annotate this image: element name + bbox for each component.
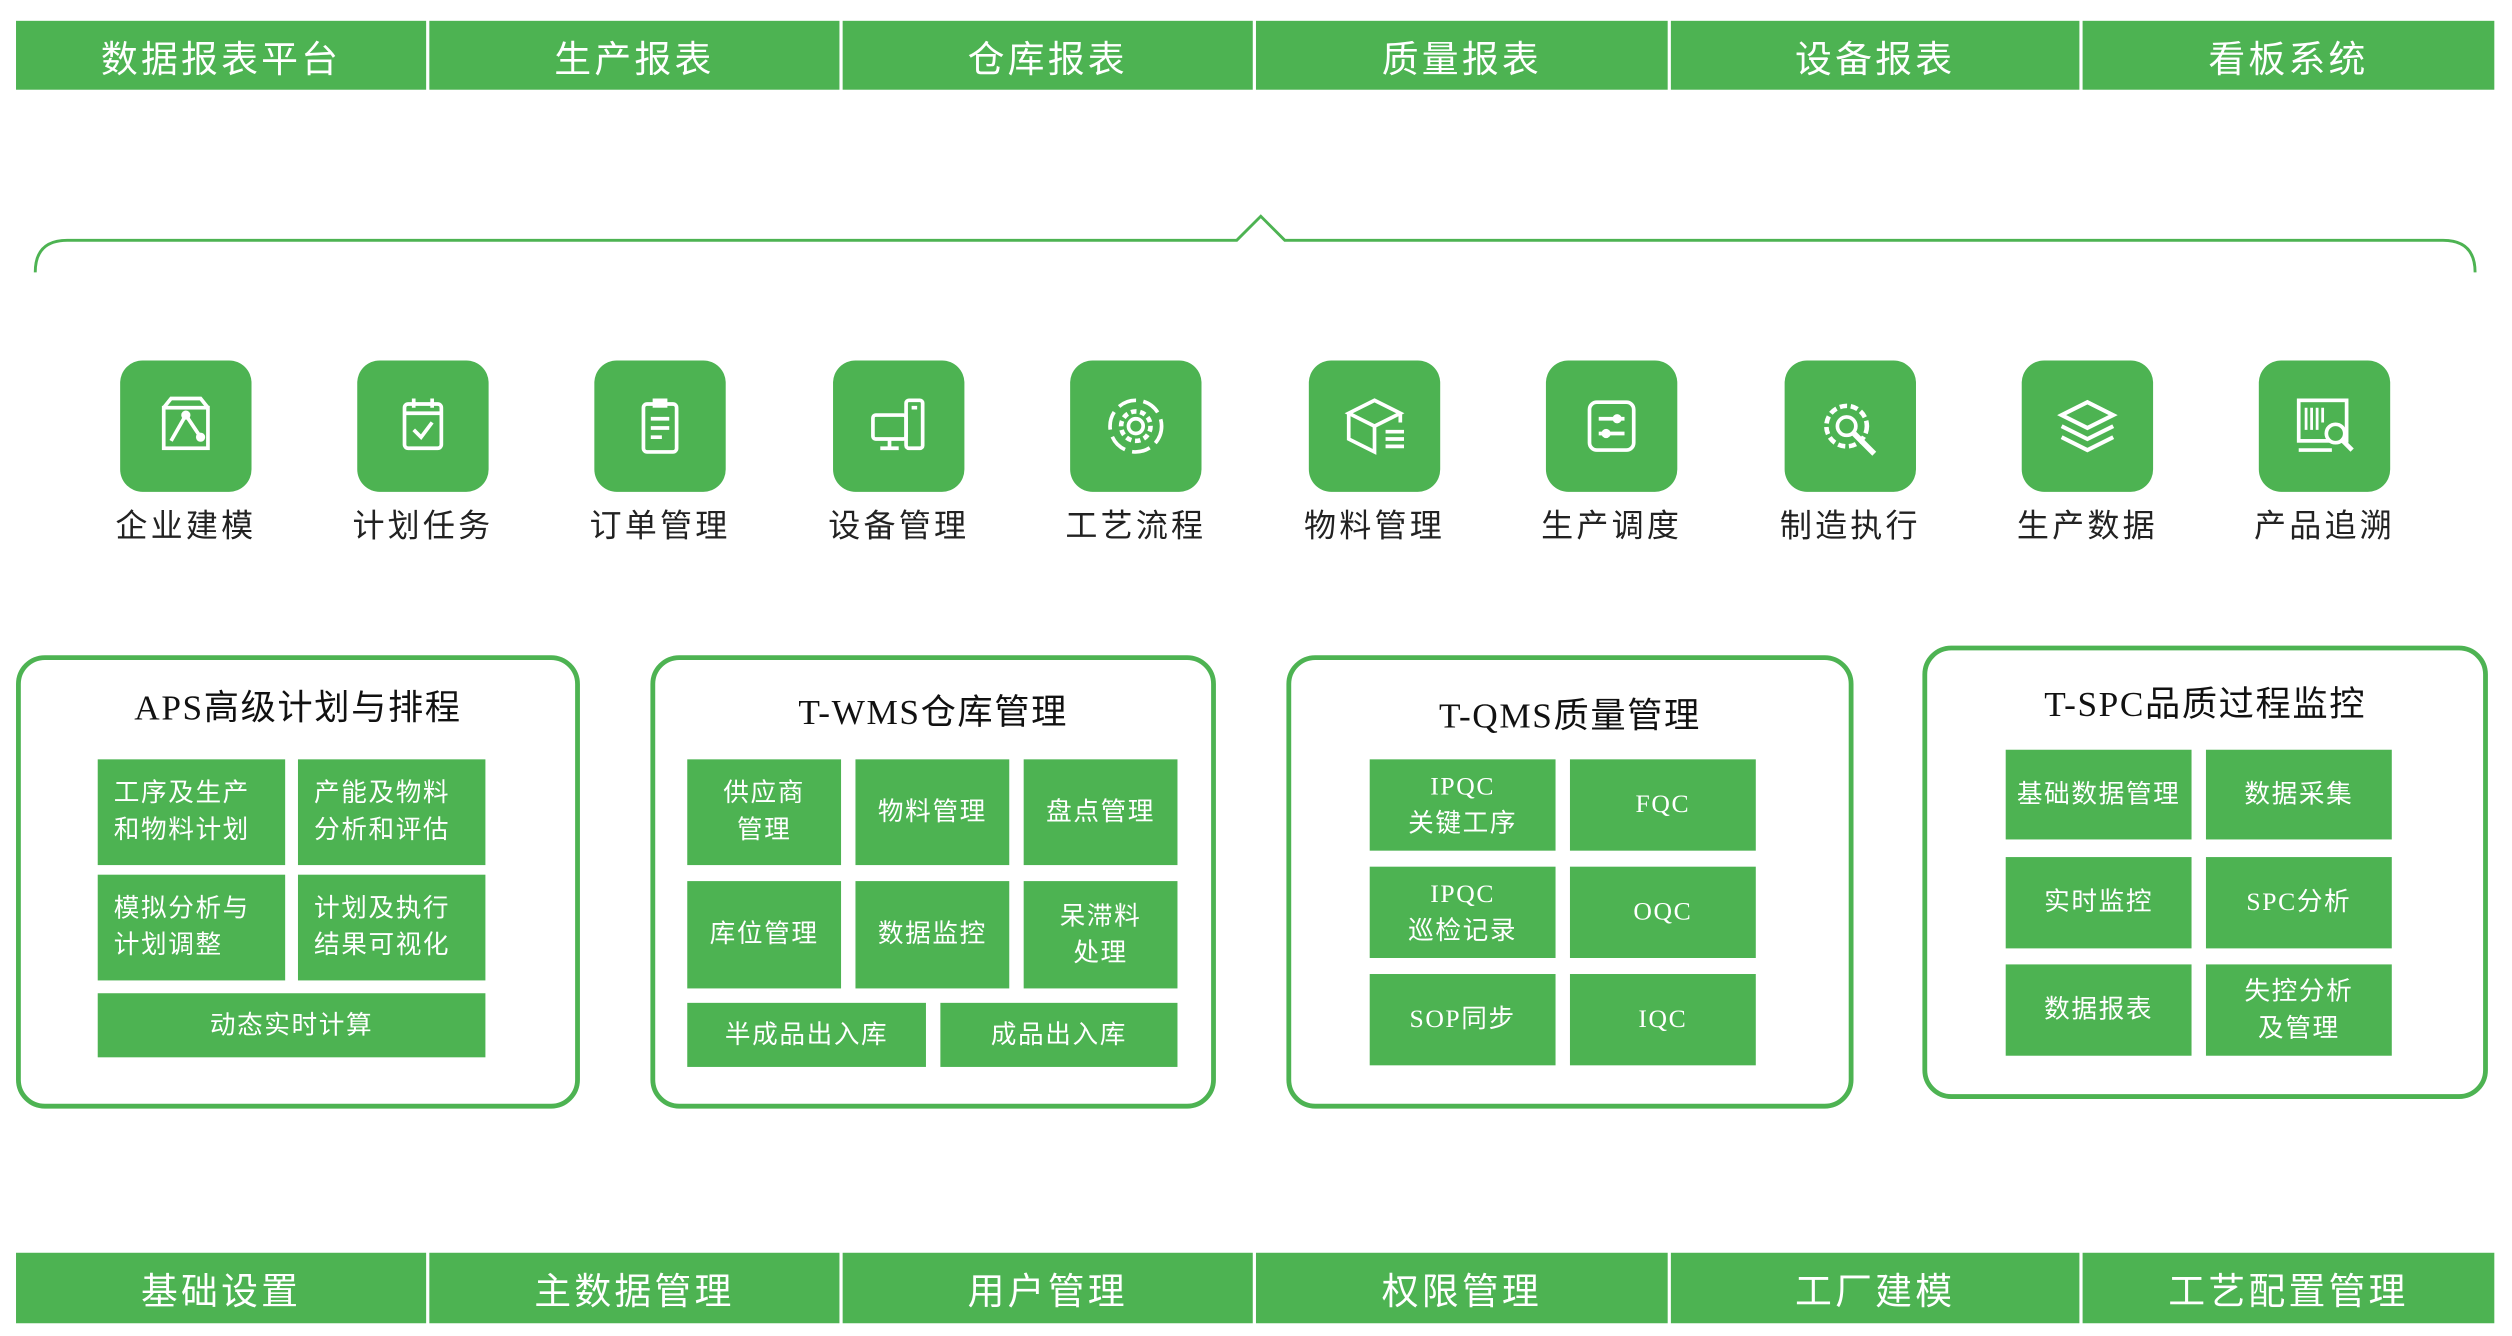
feature-tile[interactable]: SOP同步: [1369, 974, 1556, 1066]
bottom-bar-item[interactable]: 工厂建模: [1670, 1252, 2080, 1324]
feature-tile[interactable]: 库位管理: [687, 881, 842, 989]
module-computer-device-button[interactable]: [833, 360, 965, 492]
top-bar-item[interactable]: 看板系统: [2082, 20, 2495, 90]
module-label: 生产调度: [1541, 509, 1683, 545]
feature-tile[interactable]: 物料管理: [855, 759, 1010, 866]
module-label: 订单管理: [589, 509, 731, 545]
clipboard-icon: [641, 398, 679, 454]
gear-wrench-icon: [1824, 403, 1877, 456]
system-title: APS高级计划与排程: [134, 687, 462, 728]
module-sliders-button[interactable]: [1545, 360, 1678, 492]
top-bar-item[interactable]: 设备报表: [1670, 20, 2080, 90]
module-label: 物料管理: [1304, 509, 1446, 545]
feature-tile[interactable]: IPQC 巡检记录: [1369, 866, 1556, 958]
module-calendar-check-button[interactable]: [357, 360, 489, 492]
module-layers-button[interactable]: [2021, 360, 2154, 492]
barcode-search-icon: [2296, 398, 2354, 452]
module-label: 工艺流程: [1065, 509, 1207, 545]
feature-tile[interactable]: 呆滞料 处理: [1023, 881, 1178, 989]
feature-tile[interactable]: 成品出入库: [940, 1002, 1178, 1067]
top-bar-item[interactable]: 数据报表平台: [16, 20, 427, 90]
module-clipboard-button[interactable]: [594, 360, 726, 492]
sliders-icon: [1587, 400, 1636, 452]
gear-icon: [1108, 398, 1164, 454]
feature-tile[interactable]: 实时监控: [2005, 857, 2192, 949]
module-label: 生产数据: [2016, 509, 2158, 545]
bottom-bar-item[interactable]: 用户管理: [842, 1252, 1253, 1324]
feature-tile[interactable]: 模拟分析与 计划调整: [97, 874, 286, 981]
feature-tile[interactable]: IQC: [1569, 974, 1756, 1066]
top-bar-item[interactable]: 仓库报表: [842, 20, 1253, 90]
layers-icon: [2057, 399, 2118, 453]
feature-tile[interactable]: OQC: [1569, 866, 1756, 958]
feature-tile[interactable]: 盘点管理: [1023, 759, 1178, 866]
module-label: 产品追溯: [2254, 509, 2395, 545]
feature-tile[interactable]: SPC分析: [2205, 857, 2392, 949]
feature-tile[interactable]: 工序及生产 和物料计划: [97, 759, 286, 866]
bottom-bar-item[interactable]: 基础设置: [16, 1252, 427, 1324]
module-label: 制造执行: [1779, 509, 1921, 545]
feature-tile[interactable]: IPQC 关键工序: [1369, 759, 1556, 851]
module-label: 计划任务: [352, 509, 494, 545]
module-label: 设备管理: [828, 509, 970, 545]
top-bar-item[interactable]: 生产报表: [429, 20, 840, 90]
feature-tile[interactable]: 动态实时计算: [97, 993, 486, 1058]
top-bar-item[interactable]: 质量报表: [1255, 20, 1668, 90]
bracket-connector: [33, 214, 2477, 273]
system-title: T-QMS质量管理: [1439, 695, 1701, 736]
feature-tile[interactable]: 数据报表: [2005, 964, 2192, 1056]
module-label: 企业建模: [115, 509, 257, 545]
bottom-bar-item[interactable]: 工艺配置管理: [2082, 1252, 2495, 1324]
feature-tile[interactable]: FQC: [1569, 759, 1756, 851]
module-gear-wrench-button[interactable]: [1784, 360, 1916, 492]
feature-tile[interactable]: 计划及执行 结果可视化: [297, 874, 486, 981]
bottom-bar-item[interactable]: 权限管理: [1255, 1252, 1668, 1324]
feature-tile[interactable]: 产能及物料 分析和评估: [297, 759, 486, 866]
feature-tile[interactable]: 失控分析 及管理: [2205, 964, 2392, 1056]
enterprise-model-icon: [161, 396, 210, 451]
module-box-button[interactable]: [1308, 360, 1441, 492]
bottom-bar-item[interactable]: 主数据管理: [429, 1252, 840, 1324]
module-enterprise-model-button[interactable]: [120, 360, 252, 492]
computer-device-icon: [871, 398, 925, 451]
feature-tile[interactable]: 基础数据管理: [2005, 749, 2192, 840]
module-gear-button[interactable]: [1070, 360, 1202, 492]
system-title: T-SPC品质过程监控: [2044, 684, 2367, 725]
feature-tile[interactable]: 数据采集: [2205, 749, 2392, 840]
feature-tile[interactable]: 供应商 管理: [687, 759, 842, 866]
module-barcode-search-button[interactable]: [2258, 360, 2391, 492]
feature-tile[interactable]: 数据监控: [855, 881, 1010, 989]
system-title: T-WMS仓库管理: [798, 692, 1068, 733]
box-icon: [1344, 398, 1405, 455]
calendar-check-icon: [402, 398, 444, 451]
feature-tile[interactable]: 半成品出入库: [687, 1002, 926, 1067]
